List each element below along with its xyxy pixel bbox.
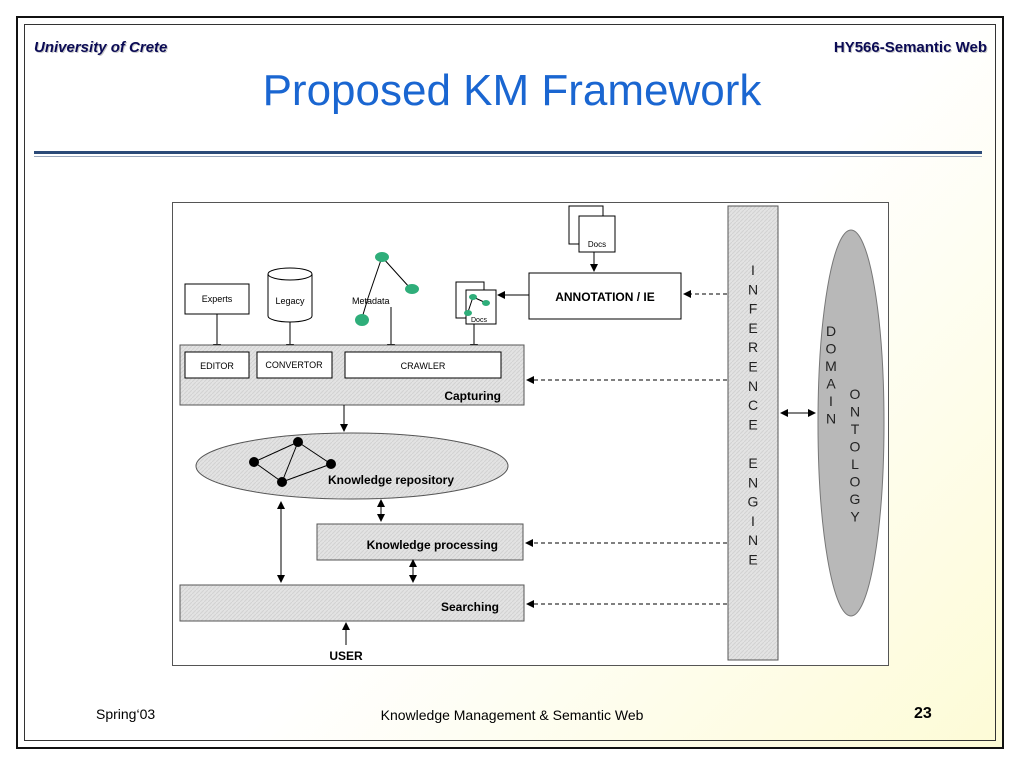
knowledge-processing-box bbox=[316, 523, 524, 561]
domain-ontology-ellipse bbox=[817, 229, 885, 617]
inference_engine-letter: E bbox=[748, 320, 757, 336]
annotation-ie-box bbox=[528, 272, 682, 320]
editor-box bbox=[184, 351, 250, 379]
metadata-label: Metadata bbox=[352, 296, 390, 306]
slide-title: Proposed KM Framework bbox=[262, 66, 762, 115]
inference_engine-letter: E bbox=[748, 455, 757, 471]
knowledge-repository-label: Knowledge repository bbox=[328, 473, 454, 487]
footer-term: Spring‘03 bbox=[96, 706, 156, 722]
header-university: University of Crete bbox=[34, 39, 168, 56]
ontology-letter: G bbox=[850, 491, 861, 507]
inference_engine-letter: G bbox=[748, 494, 759, 510]
ontology-letter: L bbox=[851, 456, 859, 472]
inference_engine-letter: C bbox=[748, 397, 758, 413]
inference_engine-letter: I bbox=[751, 513, 755, 529]
editor-label: EDITOR bbox=[200, 361, 234, 371]
domain-letter: A bbox=[826, 376, 836, 392]
title-divider bbox=[34, 151, 982, 154]
inference_engine-letter: N bbox=[748, 281, 758, 297]
inference_engine-letter: N bbox=[748, 532, 758, 548]
searching-box bbox=[179, 584, 525, 622]
docs-metadata-icon: Docs bbox=[455, 281, 497, 325]
title-divider-shadow bbox=[34, 156, 982, 157]
domain-letter: D bbox=[826, 323, 836, 339]
inference_engine-letter: N bbox=[748, 378, 758, 394]
footer-course-title: Knowledge Management & Semantic Web bbox=[380, 707, 644, 723]
ontology-letter: N bbox=[850, 404, 860, 420]
inference-engine-bar bbox=[727, 205, 779, 661]
slide-inner-border bbox=[24, 24, 996, 741]
docs-small-label: Docs bbox=[471, 317, 487, 324]
searching-label: Searching bbox=[441, 600, 499, 614]
repository-graph-icon bbox=[249, 437, 336, 487]
km-framework-diagram: Docs ANNOTATION / IE Docs Experts Legacy bbox=[172, 202, 889, 666]
inference_engine-letter: R bbox=[748, 339, 758, 355]
annotation-ie-label: ANNOTATION / IE bbox=[555, 290, 655, 304]
crawler-label: CRAWLER bbox=[401, 361, 446, 371]
ontology-letter: Y bbox=[850, 509, 860, 525]
inference_engine-letter: I bbox=[751, 262, 755, 278]
page-number: 23 bbox=[914, 705, 932, 722]
docs-top-icon: Docs bbox=[568, 205, 616, 253]
metadata-tree-icon bbox=[355, 252, 419, 326]
docs-top-label: Docs bbox=[588, 240, 606, 249]
convertor-label: CONVERTOR bbox=[265, 360, 323, 370]
ontology-letter: O bbox=[850, 386, 861, 402]
convertor-box bbox=[256, 351, 333, 379]
experts-label: Experts bbox=[202, 294, 233, 304]
knowledge-processing-label: Knowledge processing bbox=[367, 538, 498, 552]
domain-letter: N bbox=[826, 411, 836, 427]
legacy-database-icon bbox=[267, 267, 313, 323]
ontology-letter: O bbox=[850, 474, 861, 490]
ontology-letter: T bbox=[851, 421, 860, 437]
inference_engine-letter: F bbox=[749, 301, 758, 317]
header-course: HY566-Semantic Web bbox=[833, 39, 987, 56]
domain-letter: O bbox=[826, 341, 837, 357]
user-label: USER bbox=[329, 649, 363, 663]
domain-letter: I bbox=[829, 393, 833, 409]
legacy-label: Legacy bbox=[275, 296, 305, 306]
inference_engine-letter: E bbox=[748, 359, 757, 375]
experts-box bbox=[184, 283, 250, 315]
inference_engine-letter: N bbox=[748, 474, 758, 490]
crawler-box bbox=[344, 351, 502, 379]
domain-letter: M bbox=[825, 358, 837, 374]
capturing-label: Capturing bbox=[444, 389, 501, 403]
knowledge-repository-ellipse bbox=[195, 432, 509, 500]
ontology-letter: O bbox=[850, 439, 861, 455]
inference_engine-letter: E bbox=[748, 416, 757, 432]
inference_engine-letter: E bbox=[748, 552, 757, 568]
